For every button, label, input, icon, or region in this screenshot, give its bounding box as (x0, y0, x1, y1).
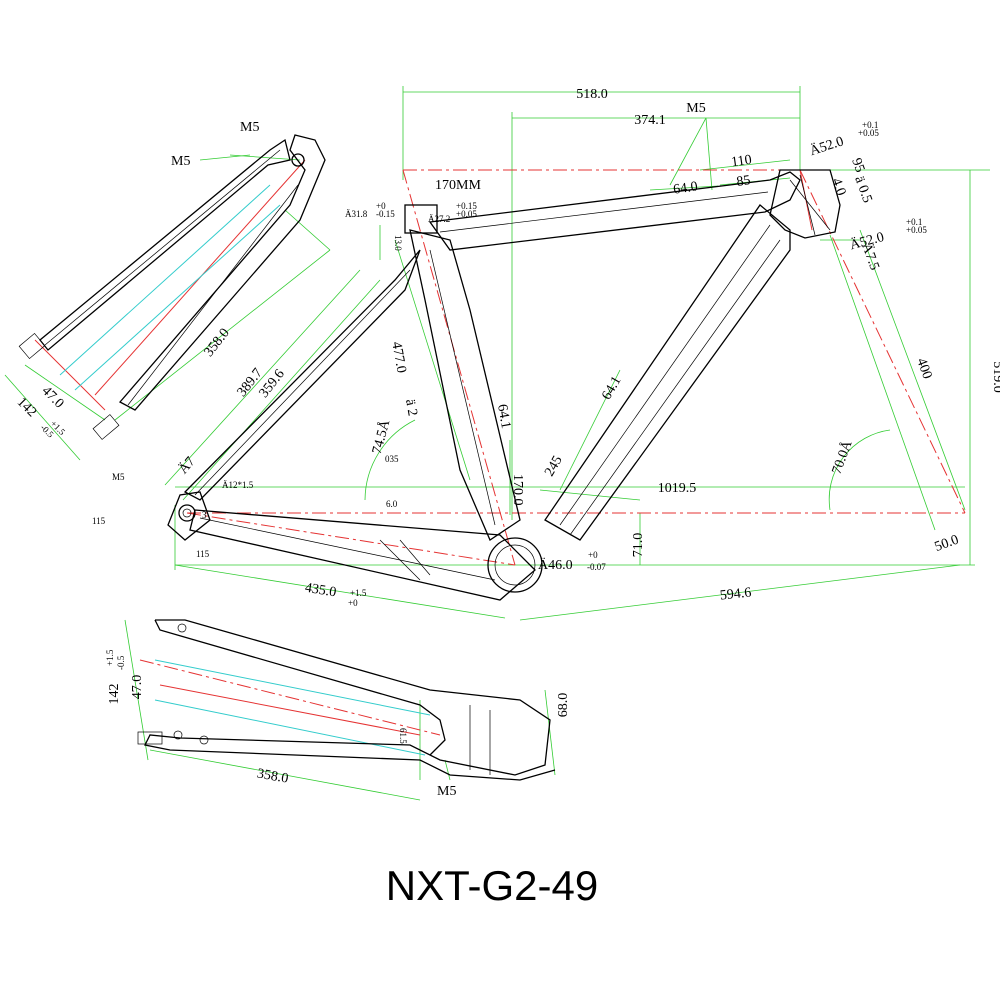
fork-upper-dimension-lines (4, 154, 331, 461)
dim-115-b-label: 115 (196, 549, 210, 559)
headtube-bottom-tol-minus: +0.05 (906, 225, 927, 235)
fork-upper-dim-47: 47.0 (39, 384, 67, 412)
fork-lower-m5: M5 (437, 784, 456, 799)
dim-50-label: 50.0 (933, 532, 961, 554)
seat-clamp-dia-label: Ä27.2 (428, 214, 450, 224)
headtube-top-tol-plus: +0.1 (862, 120, 878, 130)
wheelbase-label: 1019.5 (658, 481, 697, 496)
dim-40-label: 4.0 (828, 176, 848, 198)
front-center-label: 594.6 (719, 585, 752, 603)
fork-400-label: 400 (913, 356, 934, 381)
bb-tol-minus: -0.07 (587, 562, 606, 572)
seatpost-tol-plus: +0 (376, 201, 386, 211)
model-title: NXT-G2-49 (386, 862, 598, 909)
seatpost-tol-minus: -0.15 (376, 209, 395, 219)
fork-lower-dim-47: 47.0 (130, 675, 145, 700)
dim-115-a-label: 115 (92, 516, 106, 526)
fork-upper-m5-b: M5 (171, 154, 190, 169)
fork-lower-tol-minus: -0.5 (116, 655, 126, 670)
dim-85-label: 85 (736, 173, 752, 190)
fork-upper-outline (18, 134, 326, 440)
m5-dropout-label: M5 (112, 472, 125, 482)
dim-245-label: 245 (542, 453, 565, 479)
dim-641-a-label: 64.1 (494, 403, 513, 430)
bb-shell-label: Ä46.0 (538, 556, 573, 573)
headtube-bottom-tol-plus: +0.1 (906, 217, 922, 227)
fork-lower-dim-615: 61.5 (398, 728, 408, 744)
main-frame-outline (167, 169, 841, 601)
headtube-top-tol-minus: +0.05 (858, 128, 879, 138)
dim-3-label: 3 (202, 510, 207, 520)
reach-label: 374.1 (634, 113, 666, 128)
headtube-top-dia-label: Ä52.0 (808, 132, 846, 159)
dim-641-b-label: 64.1 (599, 374, 624, 403)
fork-upper-centerlines (34, 159, 306, 411)
dim-95-label: 95 (848, 156, 867, 174)
seat-clamp-tol-minus: +0.05 (456, 209, 477, 219)
m5-top-label: M5 (686, 101, 705, 116)
dim-035-label: 035 (385, 454, 399, 464)
fork-upper-m5-a: M5 (240, 120, 259, 135)
main-frame-dimension-lines (164, 86, 990, 621)
fork-lower-tol-plus: +1.5 (105, 649, 115, 666)
bb-tol-plus: +0 (588, 550, 598, 560)
dim-05-label: ä 0.5 (851, 174, 874, 205)
fork-upper-dim-142: 142 (14, 395, 39, 420)
bb-drop-label: 71.0 (631, 533, 646, 558)
fork-lower-centerlines (139, 659, 441, 756)
dim-170-label: 170.0 (510, 474, 525, 506)
dim-60-label: 6.0 (386, 499, 398, 509)
top-length-label: 518.0 (576, 87, 608, 102)
main-frame-centerlines (186, 169, 966, 566)
seat-clamp-tol-plus: +0.15 (456, 201, 477, 211)
stack-label: 519.0 (990, 361, 1000, 393)
fork-lower-outline (137, 619, 556, 781)
fork-lower-length: 358.0 (256, 766, 290, 786)
fork-lower-drawing: 142 +1.5 -0.5 47.0 358.0 61.5 68.0 M5 (105, 619, 571, 801)
head-angle-label: 70.0Å (829, 438, 856, 477)
seat-clamp-label: 170MM (435, 178, 481, 193)
dim-110-label: 110 (730, 153, 752, 171)
dim-a7-label: Ä7 (175, 453, 199, 477)
fork-lower-dim-68: 68.0 (556, 693, 571, 718)
seat-tube-2-label: ä 2 (402, 398, 420, 417)
chainstay-label: 435.0 (304, 581, 337, 601)
seat-tube-label: 477.0 (388, 341, 408, 375)
seatpost-dia-label: Ä31.8 (345, 209, 368, 219)
axle-label: Ä12*1.5 (222, 480, 254, 490)
fork-upper-drawing: M5 M5 358.0 47.0 142 +1.5 -0.5 (4, 120, 331, 461)
dim-130-label: 13.0 (393, 235, 403, 251)
fork-lower-dim-142: 142 (107, 684, 122, 705)
dim-64-top-label: 64.0 (672, 179, 698, 197)
chainstay-tol-plus: +1.5 (350, 588, 367, 598)
main-frame-drawing: 518.0 374.1 M5 110 85 64.0 Ä52.0 +0.1 +0… (92, 86, 1000, 621)
chainstay-tol-minus: +0 (348, 598, 358, 608)
seat-angle-label: 74.5Å (369, 417, 394, 455)
